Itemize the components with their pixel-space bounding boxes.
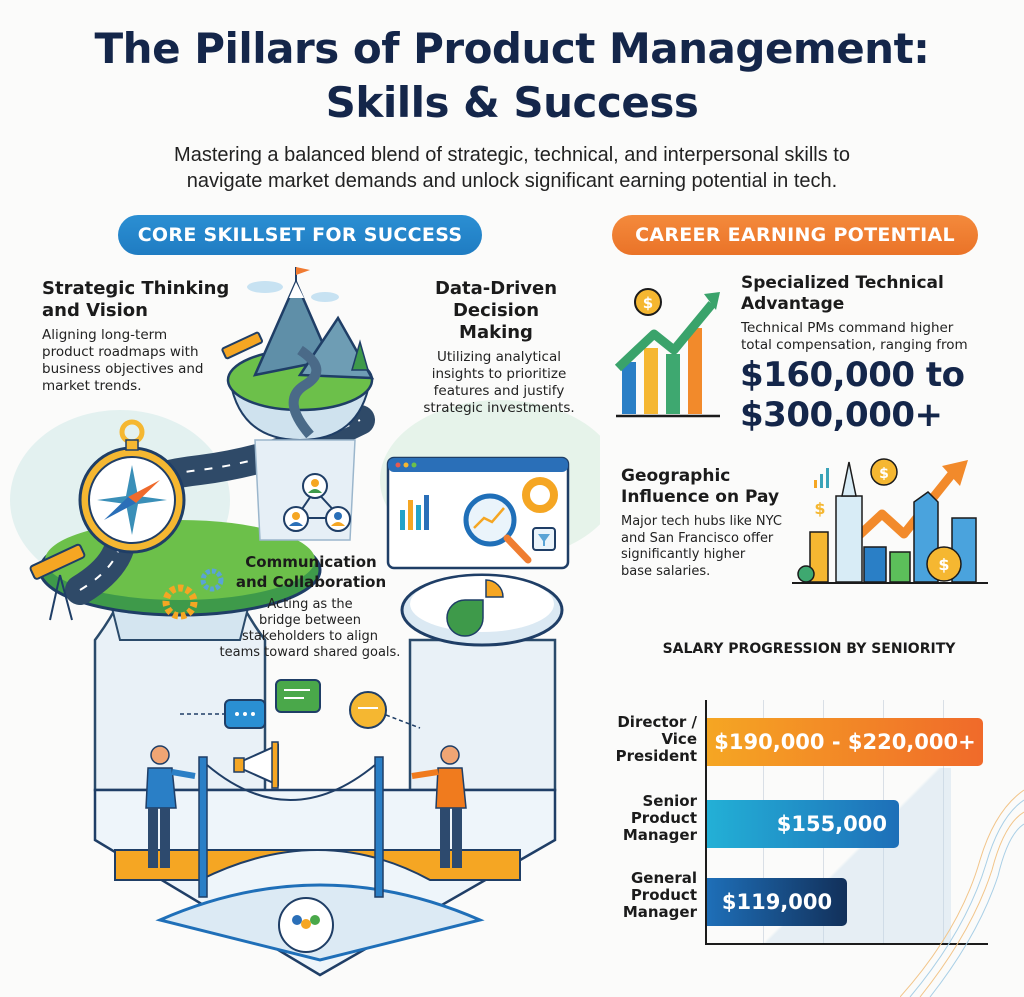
skill-title-line: Strategic Thinking bbox=[42, 278, 230, 299]
svg-text:$: $ bbox=[879, 466, 889, 482]
career-title-line: Advantage bbox=[741, 294, 845, 314]
page-subtitle: Mastering a balanced blend of strategic,… bbox=[0, 142, 1024, 194]
career-desc-line: and San Francisco offer bbox=[621, 530, 774, 546]
skill-title-line: and Collaboration bbox=[235, 573, 387, 591]
salary-range-line: $160,000 to bbox=[740, 355, 965, 395]
skill-strategic-desc: Aligning long-term product roadmaps with… bbox=[42, 327, 204, 395]
y-label-line: Vice bbox=[661, 730, 697, 748]
y-label-line: Product bbox=[630, 886, 697, 904]
career-earning-badge: CAREER EARNING POTENTIAL bbox=[612, 215, 978, 255]
svg-text:$: $ bbox=[643, 294, 653, 312]
y-label-line: Director / bbox=[617, 713, 697, 731]
y-label-general: General Product Manager bbox=[623, 870, 697, 921]
bar-director: $190,000 - $220,000+ bbox=[707, 718, 983, 766]
gear-icon bbox=[162, 568, 224, 620]
svg-text:$: $ bbox=[938, 555, 949, 574]
career-desc-line: Technical PMs command higher bbox=[741, 320, 954, 336]
chart-y-labels: Director / Vice President Senior Product… bbox=[600, 700, 697, 945]
skill-desc-line: business objectives and bbox=[42, 361, 204, 377]
y-label-director: Director / Vice President bbox=[616, 714, 697, 765]
y-label-line: Manager bbox=[622, 826, 697, 844]
compass-icon bbox=[78, 419, 186, 554]
title-line-2: Skills & Success bbox=[325, 78, 699, 127]
skill-desc-line: Aligning long-term bbox=[42, 327, 168, 343]
mountain-summit-icon bbox=[221, 267, 375, 442]
chart-y-axis bbox=[705, 700, 707, 945]
career-title-line: Geographic bbox=[621, 466, 731, 486]
analytics-dashboard-icon bbox=[386, 456, 570, 570]
page-title: The Pillars of Product Management: Skill… bbox=[0, 22, 1024, 130]
chart-x-axis bbox=[705, 943, 988, 945]
career-desc-line: base salaries. bbox=[621, 563, 711, 579]
skill-title-line: Making bbox=[459, 322, 533, 343]
skill-title-line: Decision bbox=[452, 300, 540, 321]
y-label-line: Senior bbox=[642, 792, 698, 810]
skill-desc-line: teams toward shared goals. bbox=[219, 645, 401, 660]
skill-desc-line: insights to prioritize bbox=[431, 366, 567, 382]
megaphone-icon bbox=[233, 741, 279, 789]
y-label-senior: Senior Product Manager bbox=[623, 793, 697, 844]
skill-communication-desc: Acting as the bridge between stakeholder… bbox=[210, 597, 410, 661]
person-right-icon bbox=[411, 745, 467, 868]
title-line-1: The Pillars of Product Management: bbox=[94, 24, 930, 73]
y-label-line: Manager bbox=[622, 903, 697, 921]
grid-line bbox=[943, 700, 944, 943]
skill-desc-line: features and justify bbox=[433, 383, 565, 399]
person-left-icon bbox=[145, 745, 196, 868]
salary-range-line: $300,000+ bbox=[740, 395, 943, 435]
decorative-lines-icon bbox=[900, 789, 1024, 997]
skill-desc-line: bridge between bbox=[258, 613, 362, 628]
skill-desc-line: product roadmaps with bbox=[42, 344, 199, 360]
technical-advantage-desc: Technical PMs command higher total compe… bbox=[741, 320, 968, 354]
y-label-line: Product bbox=[630, 809, 697, 827]
skill-title-line: Communication bbox=[245, 553, 377, 571]
skill-strategic-title: Strategic Thinking and Vision bbox=[42, 278, 229, 322]
city-skyline-dollar-icon: $ $ $ bbox=[792, 458, 988, 584]
telescope-icon bbox=[29, 543, 86, 621]
svg-text:$: $ bbox=[814, 499, 825, 518]
pillars-illustration bbox=[10, 267, 600, 977]
skill-desc-line: stakeholders to align bbox=[241, 629, 379, 644]
salary-chart-title: SALARY PROGRESSION BY SENIORITY bbox=[662, 641, 956, 657]
career-desc-line: total compensation, ranging from bbox=[741, 337, 968, 353]
career-desc-line: significantly higher bbox=[621, 547, 746, 562]
skill-communication-title: Communication and Collaboration bbox=[226, 552, 396, 592]
skill-data-driven-title: Data-Driven Decision Making bbox=[408, 278, 584, 344]
career-title-line: Influence on Pay bbox=[621, 487, 780, 507]
y-label-line: President bbox=[615, 747, 697, 765]
subtitle-line-2: navigate market demands and unlock signi… bbox=[186, 170, 838, 192]
geographic-influence-title: Geographic Influence on Pay bbox=[621, 466, 779, 508]
y-label-line: General bbox=[631, 869, 697, 887]
salary-bar-chart: $190,000 - $220,000+ $155,000 $119,000 bbox=[705, 700, 995, 948]
right-pillar-icon bbox=[400, 573, 564, 792]
technical-advantage-title: Specialized Technical Advantage bbox=[741, 273, 944, 315]
growth-chart-dollar-icon: $ bbox=[614, 288, 720, 418]
career-desc-line: Major tech hubs like NYC bbox=[621, 514, 782, 529]
skill-title-line: Data-Driven bbox=[434, 278, 558, 299]
skill-desc-line: Acting as the bbox=[267, 597, 353, 612]
skill-title-line: and Vision bbox=[42, 300, 148, 321]
skill-desc-line: Utilizing analytical bbox=[436, 349, 561, 365]
bar-general: $119,000 bbox=[707, 878, 847, 926]
skill-desc-line: market trends. bbox=[42, 378, 142, 394]
core-skillset-badge: CORE SKILLSET FOR SUCCESS bbox=[118, 215, 482, 255]
skill-desc-line: strategic investments. bbox=[423, 400, 575, 416]
bar-senior: $155,000 bbox=[707, 800, 899, 848]
team-network-icon bbox=[283, 473, 351, 532]
technical-salary-range: $160,000 to $300,000+ bbox=[740, 355, 965, 435]
subtitle-line-1: Mastering a balanced blend of strategic,… bbox=[174, 144, 850, 166]
speech-bubbles-icon bbox=[180, 679, 421, 729]
geographic-influence-desc: Major tech hubs like NYC and San Francis… bbox=[621, 514, 782, 580]
career-title-line: Specialized Technical bbox=[741, 273, 944, 293]
skill-data-driven-desc: Utilizing analytical insights to priorit… bbox=[404, 349, 594, 417]
